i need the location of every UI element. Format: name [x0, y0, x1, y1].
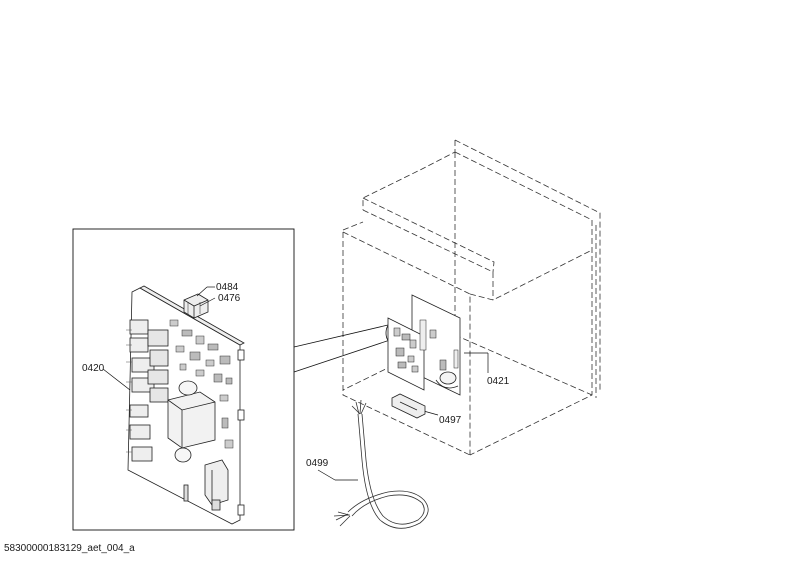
cable-0499	[333, 399, 429, 529]
control-board-mounted-0421	[387, 294, 461, 396]
document-id: 58300000183129_aet_004_a	[4, 543, 135, 554]
label-0499: 0499	[306, 458, 329, 469]
connector-0484-0476	[183, 293, 209, 319]
label-0476: 0476	[218, 293, 241, 304]
detail-leader-top	[293, 324, 389, 348]
main-control-board-0420	[126, 285, 245, 525]
oven-cabinet-outline	[342, 139, 601, 456]
connector-strip-0497	[391, 393, 426, 419]
label-0421: 0421	[487, 376, 510, 387]
detail-view-frame	[72, 228, 295, 531]
label-0420: 0420	[82, 363, 105, 374]
label-0497: 0497	[439, 415, 462, 426]
label-0484: 0484	[216, 282, 239, 293]
detail-leader-bottom	[293, 339, 391, 373]
